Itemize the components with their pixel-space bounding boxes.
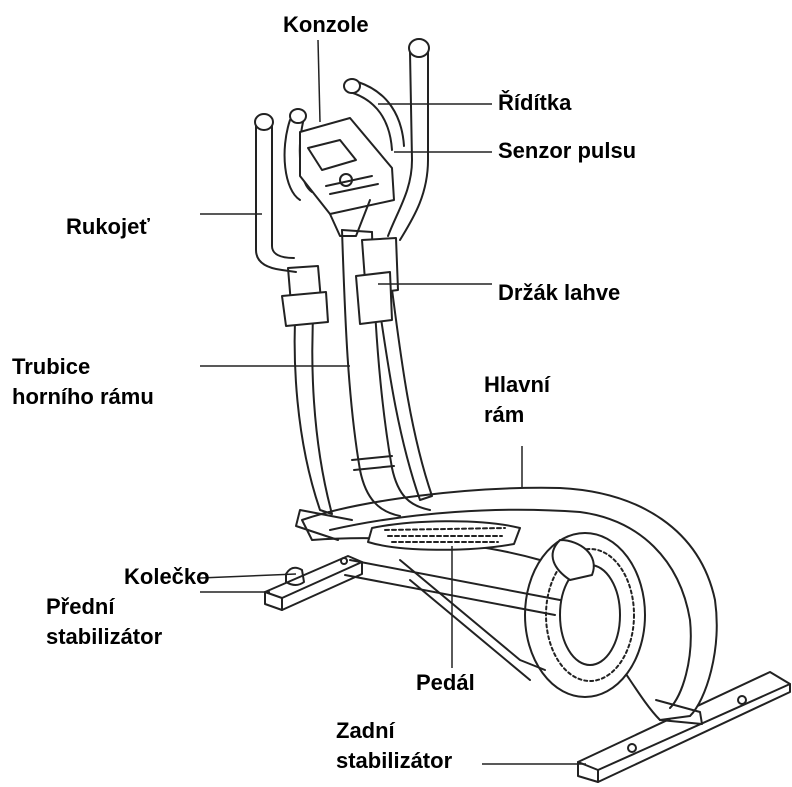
grip-sleeves-shape <box>282 238 398 326</box>
front-stabilizer-shape <box>265 556 362 610</box>
leader-console <box>318 40 320 122</box>
rear-stabilizer-label: Zadní stabilizátor <box>336 716 452 776</box>
console-shape <box>300 118 394 236</box>
main-frame-label-line-1: Hlavní <box>484 370 550 400</box>
front-stabilizer-label-line-2: stabilizátor <box>46 622 162 652</box>
wheel-label: Kolečko <box>124 562 210 592</box>
front-stabilizer-label: Přední stabilizátor <box>46 592 162 652</box>
console-label: Konzole <box>283 10 369 40</box>
pedal-shape <box>368 521 520 550</box>
pulse-sensor-label: Senzor pulsu <box>498 136 636 166</box>
leader-wheel <box>200 574 296 578</box>
right-handle-shape <box>388 39 429 240</box>
rear-stabilizer-label-line-1: Zadní <box>336 716 452 746</box>
upper-frame-tube-label: Trubice horního rámu <box>12 352 154 412</box>
upper-frame-tube-label-line-1: Trubice <box>12 352 154 382</box>
pedal-label: Pedál <box>416 668 475 698</box>
handle-label: Rukojeť <box>66 212 150 242</box>
rear-stabilizer-label-line-2: stabilizátor <box>336 746 452 776</box>
front-stabilizer-label-line-1: Přední <box>46 592 162 622</box>
main-frame-label-line-2: rám <box>484 400 550 430</box>
main-frame-label: Hlavní rám <box>484 370 550 430</box>
bottle-holder-label: Držák lahve <box>498 278 620 308</box>
upper-frame-tube-label-line-2: horního rámu <box>12 382 154 412</box>
handlebars-label: Řídítka <box>498 88 571 118</box>
left-handle-shape <box>255 114 296 272</box>
